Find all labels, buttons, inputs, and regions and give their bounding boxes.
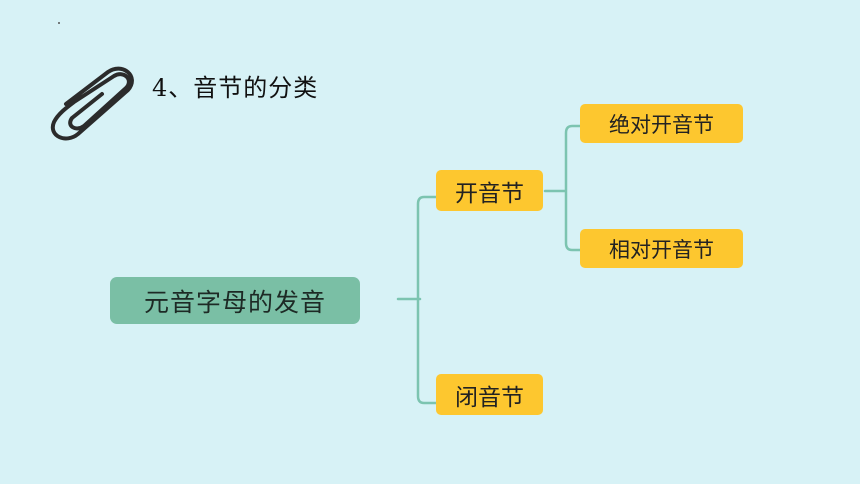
node-absolute-open-syllable: 绝对开音节 xyxy=(580,104,743,143)
root-node: 元音字母的发音 xyxy=(110,277,360,324)
connector-level1 xyxy=(416,195,438,405)
connector-level2 xyxy=(564,124,582,252)
node-relative-open-syllable: 相对开音节 xyxy=(580,229,743,268)
node-closed-syllable: 闭音节 xyxy=(436,374,543,415)
paperclip-icon xyxy=(50,66,134,141)
node-open-syllable: 开音节 xyxy=(436,170,543,211)
decorative-dot xyxy=(58,22,60,24)
slide-title: 4、音节的分类 xyxy=(152,74,319,102)
